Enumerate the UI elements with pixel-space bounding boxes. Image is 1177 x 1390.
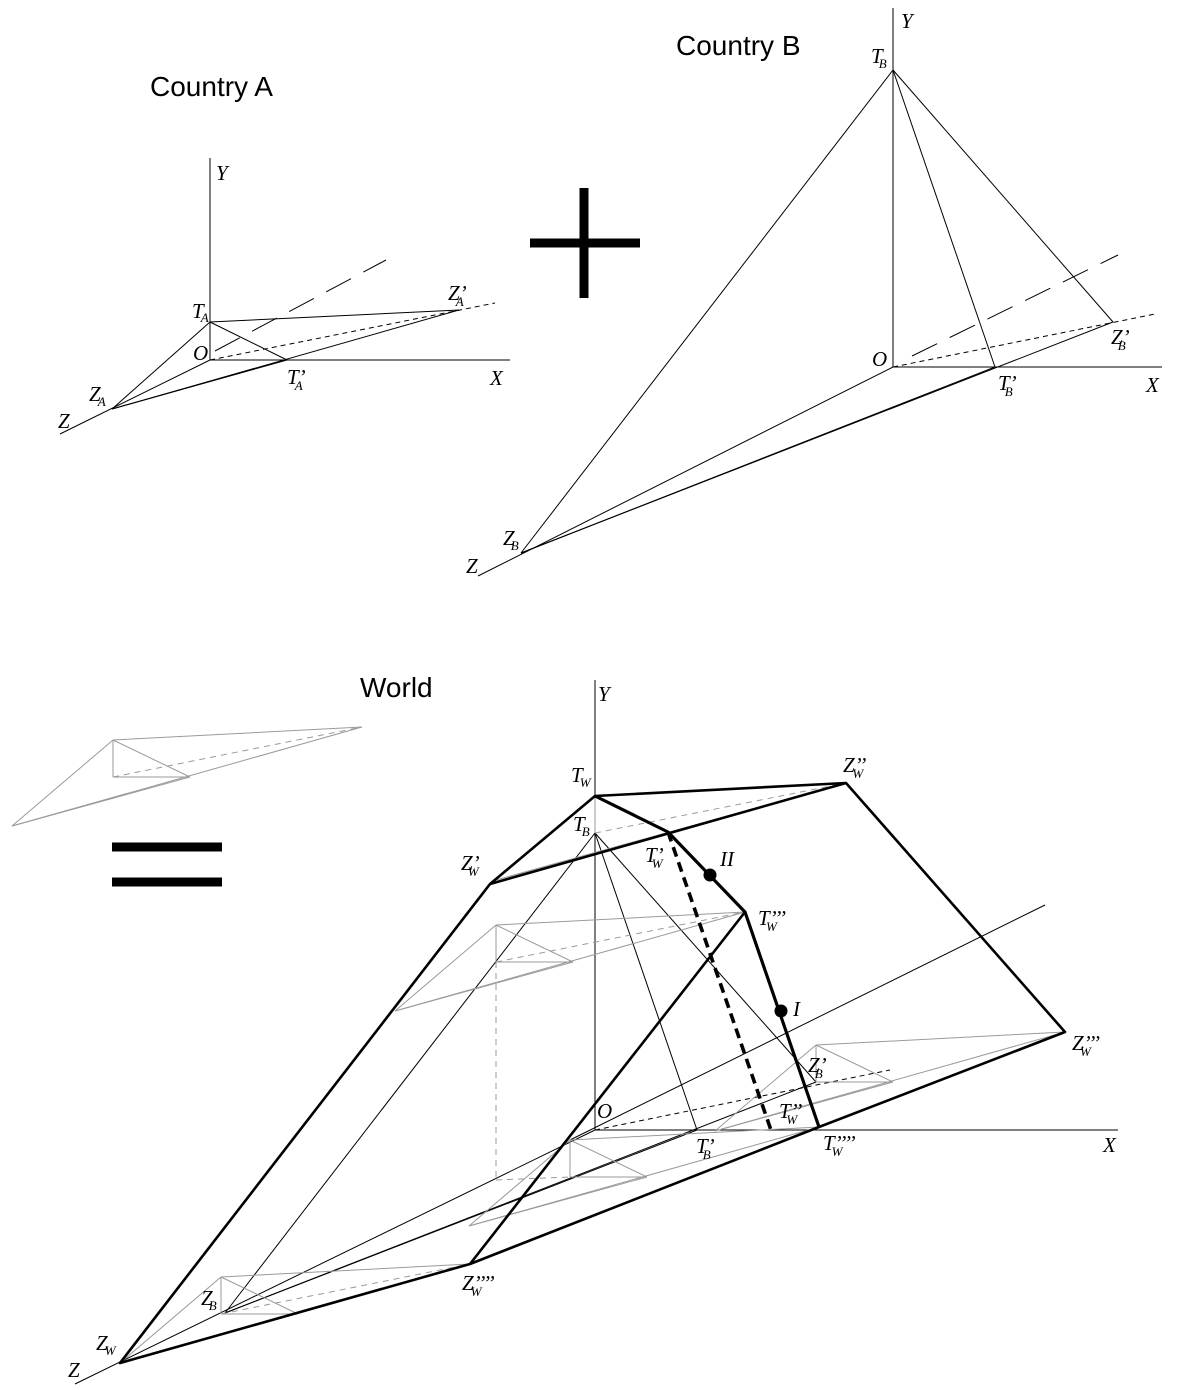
grey-center-edge-3 <box>569 1126 820 1141</box>
grey-left-edge-1 <box>394 924 497 1012</box>
grey-copy-right <box>714 1031 1066 1132</box>
grey-top-dash <box>594 782 847 834</box>
point-i-marker <box>774 1004 788 1018</box>
grey-bottom-dash <box>220 1263 471 1315</box>
grey-right-edge-2 <box>815 1044 894 1083</box>
grey-small-edge-6 <box>11 726 363 827</box>
w-label-z-w: ZW <box>96 1331 117 1358</box>
w-label-z-w-pppp: Z’’’’W <box>462 1271 495 1299</box>
grey-left-edge-6 <box>394 911 746 1012</box>
w-label-x: X <box>1102 1133 1117 1157</box>
w-b-dashed-ray <box>594 1069 891 1131</box>
a-long-dashed-ray <box>214 259 387 352</box>
grey-center-edge-2 <box>569 1139 648 1178</box>
w-label-origin: O <box>597 1099 612 1123</box>
grey-copy-left <box>394 911 746 1180</box>
w-label-z-b: ZB <box>201 1286 217 1313</box>
a-label-x: X <box>489 366 504 390</box>
b-label-t-prime: T’B <box>998 371 1017 399</box>
grey-bottom-edge-2 <box>220 1276 299 1315</box>
grey-copy-bottom <box>119 1263 471 1364</box>
grey-copy-center <box>468 1126 820 1227</box>
title-world: World <box>360 672 433 703</box>
a-edge-t-zp <box>209 309 460 323</box>
title-country-a: Country A <box>150 71 273 102</box>
w-b-edge-t-tp <box>594 832 698 1131</box>
a-label-z-point: ZA <box>89 382 106 409</box>
panel-country-b: Country B Y X Z O TB T’B ZB Z’B <box>466 8 1162 578</box>
grey-bottom-edge-3 <box>220 1263 471 1278</box>
b-label-x: X <box>1145 373 1160 397</box>
a-label-z: Z <box>58 409 70 433</box>
b-long-dashed-ray <box>911 254 1119 357</box>
w-diagonal-ray <box>569 904 1046 1141</box>
w-b-edge-t-zp <box>594 832 817 1083</box>
grey-left-dash <box>495 911 746 963</box>
b-edge-z-zp <box>520 321 1114 554</box>
w-label-t-w-pp: T’’W <box>779 1099 802 1127</box>
w-label-y: Y <box>598 682 612 706</box>
w-label-z-w-p: Z’W <box>461 851 480 879</box>
a-label-z-prime: Z’A <box>448 281 467 309</box>
plus-operator <box>530 188 640 298</box>
w-label-t-w-p: T’W <box>645 843 664 871</box>
grey-small-edge-1 <box>11 739 114 827</box>
grey-center-dash <box>495 1176 571 1181</box>
b-edge-t-zp <box>892 69 1114 323</box>
grey-small-dash <box>112 726 363 778</box>
w-b-edge-t-z <box>224 832 596 1314</box>
grey-right-edge-1 <box>714 1044 817 1132</box>
w-label-t-w: TW <box>571 763 592 790</box>
grey-center-edge-1 <box>468 1139 571 1227</box>
b-edge-t-tp <box>892 69 996 368</box>
a-label-t: TA <box>192 299 209 325</box>
w-label-z-b-p: Z’B <box>808 1053 827 1081</box>
grey-small-edge-3 <box>112 726 363 741</box>
w-label-z-w-pp: Z’’W <box>843 753 866 781</box>
b-label-t: TB <box>871 44 887 71</box>
equals-operator <box>112 842 222 887</box>
grey-center-edge-6 <box>468 1126 820 1227</box>
grey-small-edge-2 <box>112 739 191 778</box>
a-label-t-prime: T’A <box>287 365 306 393</box>
grey-left-edge-2 <box>495 924 574 963</box>
world-edge-tppp-zpppp <box>468 911 747 1265</box>
w-label-t-b: TB <box>573 812 590 839</box>
point-ii-marker <box>703 868 717 882</box>
w-label-point-i: I <box>792 997 801 1021</box>
grey-country-a-shape-small <box>11 726 363 827</box>
grey-bottom-edge-1 <box>119 1276 222 1364</box>
a-label-origin: O <box>193 341 208 365</box>
a-dashed-ray <box>209 302 496 361</box>
grey-right-edge-6 <box>714 1031 1066 1132</box>
w-label-t-w-pppp: T’’’’W <box>823 1131 856 1159</box>
b-z-axis <box>477 366 894 577</box>
title-country-b: Country B <box>676 30 801 61</box>
a-edge-z-zp <box>111 309 460 410</box>
world-dashed-frontier <box>666 831 774 1134</box>
panel-country-a: Country A Y X Z O TA T’A ZA Z’A <box>58 71 510 435</box>
grey-left-edge-3 <box>495 911 746 926</box>
a-edge-t-z <box>111 321 211 410</box>
a-label-y: Y <box>216 161 230 185</box>
w-label-t-b-p: T’B <box>696 1134 715 1162</box>
b-label-y: Y <box>901 9 915 33</box>
w-label-t-w-ppp: T’’’W <box>758 906 786 934</box>
w-z-axis <box>74 1129 596 1385</box>
b-label-origin: O <box>872 347 887 371</box>
b-edge-t-z <box>520 69 894 554</box>
b-label-z-prime: Z’B <box>1111 325 1130 353</box>
panel-world: World <box>68 672 1118 1385</box>
b-label-z: Z <box>466 554 478 578</box>
world-outer-frontier <box>118 781 1067 1365</box>
w-label-z: Z <box>68 1358 80 1382</box>
grey-right-edge-3 <box>815 1031 1066 1046</box>
w-label-point-ii: II <box>719 847 735 871</box>
a-edge-t-tp <box>209 321 288 361</box>
a-z-axis <box>59 359 211 435</box>
w-label-z-w-ppp: Z’’’W <box>1072 1031 1100 1059</box>
b-label-z-point: ZB <box>503 526 519 553</box>
